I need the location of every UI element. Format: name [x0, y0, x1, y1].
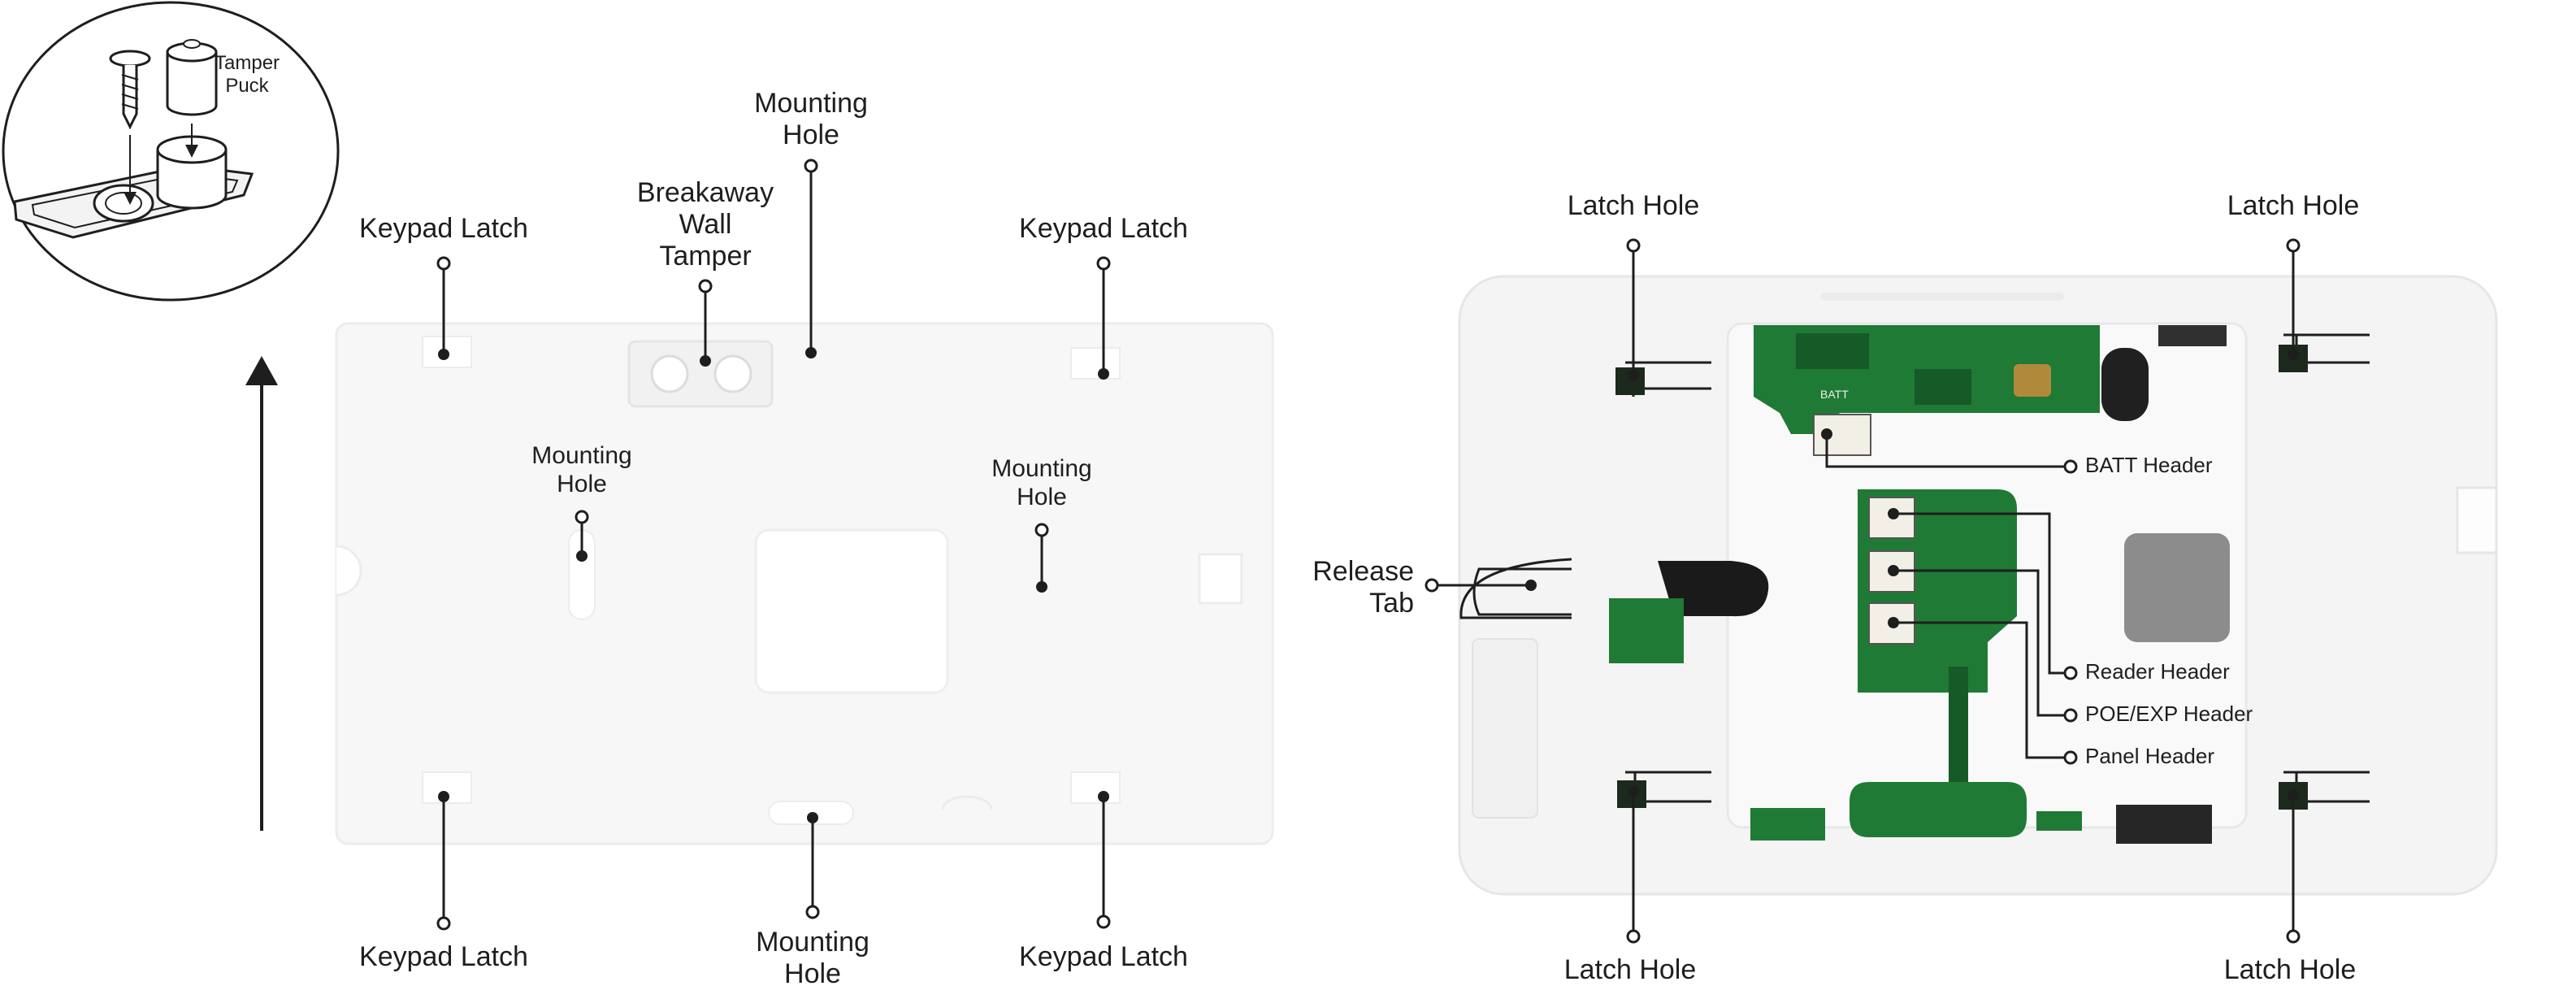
- tamper-inset: [2, 1, 340, 302]
- plate-bottom-bump: [941, 795, 993, 810]
- mounting-hole-label-left: Mounting Hole: [531, 442, 632, 497]
- plate-center-opening: [754, 528, 949, 694]
- grey-pad: [2124, 533, 2230, 642]
- latch-hole-label-bl: Latch Hole: [1563, 954, 1697, 985]
- batt-chip-label: BATT: [1820, 388, 1849, 401]
- plate-right-slot: [1198, 553, 1243, 605]
- batt-header-label: BATT Header: [2085, 453, 2213, 477]
- keypad-latch-label-tr: Keypad Latch: [1019, 213, 1188, 244]
- flex-cable: [1658, 561, 1769, 617]
- breakaway-wall-tamper-label: Breakaway Wall Tamper: [636, 177, 774, 272]
- plate-latch-slot-tr: [1070, 347, 1121, 380]
- inset-screw-thread: [121, 74, 139, 110]
- mounting-hole-label-top: Mounting Hole: [754, 88, 868, 151]
- keypad-latch-label-tl: Keypad Latch: [359, 213, 528, 244]
- keypad-leader-dots: [1525, 349, 2299, 801]
- mounting-hole-label-right: Mounting Hole: [991, 455, 1092, 510]
- reader-header-label: Reader Header: [2085, 659, 2230, 684]
- keypad-housing: BATT: [1425, 238, 2498, 944]
- latch-hole-label-br: Latch Hole: [2223, 954, 2357, 985]
- plate-latch-slot-bl: [422, 771, 472, 804]
- batt-connector: [1813, 414, 1871, 456]
- tamper-puck-label: Tamper Puck: [215, 52, 280, 97]
- latch-hole-label-tl: Latch Hole: [1567, 190, 1700, 221]
- inset-puck-arrow-head: [185, 145, 198, 158]
- pcb-bottom: [1850, 782, 2027, 837]
- housing-ribbon-slot: [1472, 638, 1538, 819]
- housing-right-slot: [2456, 486, 2498, 554]
- inset-receptacle: [156, 150, 228, 210]
- panel-header-label: Panel Header: [2085, 744, 2214, 768]
- release-tab-label: Release Tab: [1312, 556, 1414, 619]
- tamper-boss-hole-left: [650, 354, 689, 393]
- inset-puck-body: [166, 52, 218, 116]
- inset-screw-hole-inner: [105, 192, 142, 215]
- poe-exp-header-label: POE/EXP Header: [2085, 701, 2253, 726]
- inset-screw-arrow-head: [124, 192, 137, 205]
- plate-leaders: [442, 166, 1105, 923]
- plate-leader-dots: [438, 347, 1109, 823]
- keypad-latch-label-br: Keypad Latch: [1019, 941, 1188, 972]
- mounting-hole-label-bottom: Mounting Hole: [756, 927, 870, 990]
- tamper-boss-hole-right: [713, 354, 752, 393]
- inset-screw-head: [109, 50, 151, 67]
- back-plate: [335, 159, 1274, 931]
- plate-latch-slot-br: [1070, 771, 1121, 804]
- release-tab: [1459, 558, 1572, 619]
- up-arrow: [245, 356, 278, 831]
- keypad-leaders: [1432, 245, 2295, 936]
- plate-leader-rings: [436, 159, 1111, 931]
- keypad-latch-label-bl: Keypad Latch: [359, 941, 528, 972]
- inset-puck-nub: [183, 39, 201, 49]
- housing-top-ridge: [1820, 293, 2064, 301]
- plate-left-notch: [336, 545, 362, 597]
- keypad-leader-rings: [1425, 238, 2301, 944]
- latch-hole-label-tr: Latch Hole: [2227, 190, 2360, 221]
